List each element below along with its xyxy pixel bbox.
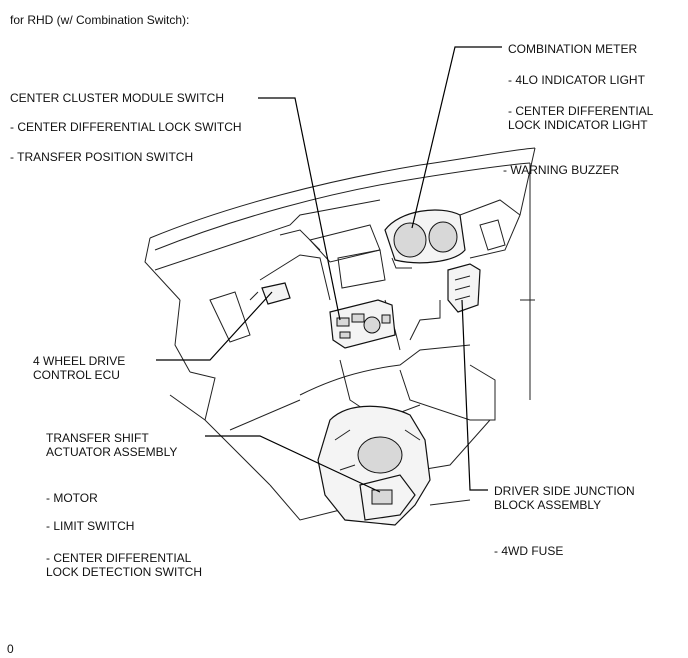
transfer-actuator-label-line1: TRANSFER SHIFT (46, 431, 149, 445)
lo-indicator-label: - 4LO INDICATOR LIGHT (508, 73, 645, 87)
junction-block-label-line1: DRIVER SIDE JUNCTION (494, 484, 635, 498)
center-diff-lock-switch-label: - CENTER DIFFERENTIAL LOCK SWITCH (10, 120, 242, 134)
combination-meter-part (384, 209, 466, 269)
transfer-assembly-part (317, 405, 431, 526)
fuse-label: - 4WD FUSE (494, 544, 564, 558)
center-diff-detection-label-line2: LOCK DETECTION SWITCH (46, 565, 203, 579)
center-diff-indicator-label-line2: LOCK INDICATOR LIGHT (508, 118, 648, 132)
combination-meter-label: COMBINATION METER (508, 42, 638, 56)
footer-code: 0 (7, 642, 14, 656)
center-cluster-switch-part (329, 299, 396, 349)
diagram-title: for RHD (w/ Combination Switch): (10, 13, 190, 27)
center-diff-indicator-label-line1: - CENTER DIFFERENTIAL (508, 104, 654, 118)
leader-lines (156, 46, 502, 493)
center-cluster-label: CENTER CLUSTER MODULE SWITCH (10, 91, 225, 105)
junction-block-part (447, 263, 481, 313)
junction-block-label-line2: BLOCK ASSEMBLY (494, 498, 602, 512)
transfer-actuator-label-line2: ACTUATOR ASSEMBLY (46, 445, 178, 459)
four-wd-ecu-label-line2: CONTROL ECU (33, 368, 120, 382)
motor-label: - MOTOR (46, 491, 98, 505)
transfer-position-switch-label: - TRANSFER POSITION SWITCH (10, 150, 194, 164)
four-wd-ecu-label-line1: 4 WHEEL DRIVE (33, 354, 126, 368)
warning-buzzer-label: - WARNING BUZZER (503, 163, 620, 177)
limit-switch-label: - LIMIT SWITCH (46, 519, 135, 533)
center-diff-detection-label-line1: - CENTER DIFFERENTIAL (46, 551, 192, 565)
